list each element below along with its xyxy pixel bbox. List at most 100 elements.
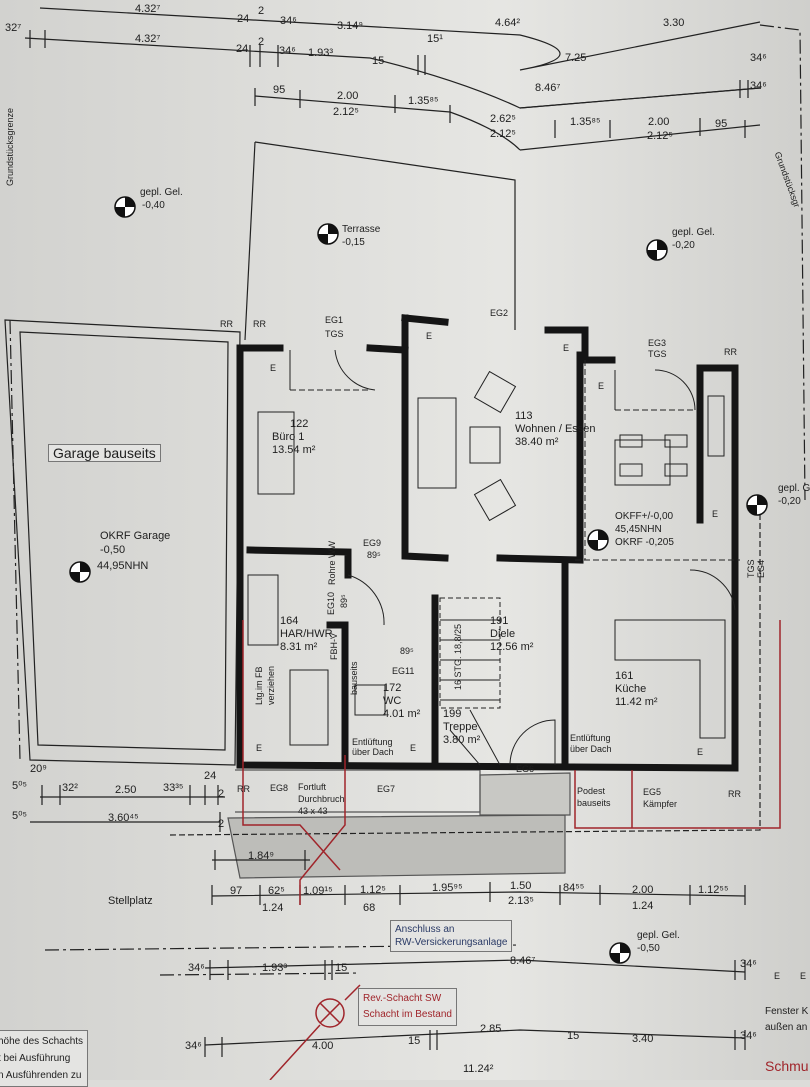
dim-label: 2.00 (632, 884, 654, 896)
room-wohnen: 113 Wohnen / Essen 38.40 m² (515, 410, 596, 449)
dim-label: 2.00 (648, 116, 670, 128)
dim-label: 15 (567, 1030, 580, 1042)
level-value: -0,20 (672, 240, 695, 251)
room-diele: 191 Diele 12.56 m² (490, 615, 533, 654)
dim-label: 2.12⁵ (333, 106, 359, 118)
level-label: gepl. Gel. (637, 930, 680, 941)
dim-label: 4.32⁷ (135, 3, 161, 15)
dim-label: 34⁶ (280, 15, 297, 27)
note-line: n Ausführenden zu (0, 1070, 82, 1081)
dim-label: 34⁶ (188, 962, 205, 974)
note-line: höhe des Schachts (0, 1036, 84, 1047)
note-line: t bei Ausführung (0, 1053, 71, 1064)
dim-label: 8.46⁷ (510, 955, 536, 967)
room-area: 8.31 m² (280, 641, 318, 653)
room-area: 3.80 m² (443, 734, 481, 746)
room-area: 11.42 m² (615, 696, 658, 708)
room-number: 172 (383, 682, 402, 694)
dim-label: 1.24 (262, 902, 284, 914)
dim-label: 34⁶ (750, 52, 767, 64)
room-name: WC (383, 695, 402, 707)
rainpipe-label: RR (724, 347, 737, 357)
electrical-marker: E (270, 363, 277, 373)
opening-label: EG9 (363, 538, 382, 548)
garage-title: Garage bauseits (48, 444, 161, 462)
electrical-marker: E (598, 381, 605, 391)
dim-label: 34⁶ (750, 80, 767, 92)
stairs-note: 16 STG. 18,8/25 (453, 623, 463, 690)
dim-label: 2 (258, 5, 265, 17)
dim-label: 2.50 (115, 784, 137, 796)
garage-nhn: 44,95NHN (97, 560, 149, 572)
level-value: -0,20 (778, 496, 801, 507)
dim-label: 20⁹ (30, 763, 47, 775)
dim-label: 15 (335, 962, 348, 974)
level-label: gepl. Gel. (672, 227, 715, 238)
room-number: 199 (443, 708, 462, 720)
opening-label: EG5 (643, 787, 662, 797)
ventilation-note: über Dach (352, 747, 394, 757)
level-value: -0,40 (142, 200, 165, 211)
dim-label: 4.32⁷ (135, 33, 161, 45)
dim-label: 15 (408, 1035, 421, 1047)
shaft-height-note: höhe des Schachts t bei Ausführung n Aus… (0, 1030, 89, 1087)
electrical-marker: E (426, 331, 433, 341)
dim-label: 1.93³ (308, 47, 334, 59)
rainpipe-label: RR (220, 319, 233, 329)
level-value: -0,15 (342, 237, 365, 248)
okff: OKFF+/-0,00 (615, 511, 674, 522)
room-number: 164 (280, 615, 299, 627)
electrical-marker: E (256, 743, 263, 753)
dim-label: 7.25 (565, 52, 587, 64)
dim-label: 1.24 (632, 900, 654, 912)
note-line: Fenster K (765, 1006, 809, 1017)
dim-label: 1.35⁸⁵ (408, 95, 439, 107)
level-label: gepl. Gel. (140, 187, 183, 198)
plot-boundary-label: Grundstücksgrenze (5, 107, 15, 186)
dim-label: 2.00 (337, 90, 359, 102)
dim-label: 1.50 (510, 880, 532, 892)
fbhv-note: FBH-V (329, 633, 339, 660)
ventilation-note: Entlüftung (352, 737, 393, 747)
dim-label: 1.12⁵⁵ (698, 884, 729, 896)
dim-label: 2.13⁵ (508, 895, 534, 907)
dim-label: 5⁰⁵ (12, 810, 28, 822)
level-label: Terrasse (342, 224, 381, 235)
dim-label: 2.12⁵ (490, 128, 516, 140)
okrf: OKRF -0,205 (615, 537, 674, 548)
dim-label: 84⁵⁵ (563, 882, 585, 894)
electrical-marker: E (697, 747, 704, 757)
dim-label: 3.40 (632, 1033, 654, 1045)
opening-type: TGS (648, 349, 667, 359)
room-number: 191 (490, 615, 509, 627)
room-area: 4.01 m² (383, 708, 421, 720)
room-hwr: 164 HAR/HWR 8.31 m² (280, 615, 333, 654)
room-area: 13.54 m² (272, 444, 316, 456)
dim-label: 34⁶ (740, 958, 757, 970)
dim-label: 2 (218, 818, 225, 830)
dim-label: 95 (273, 84, 286, 96)
dim-label: 24 (204, 770, 217, 782)
exhaust-note: Fortluft (298, 782, 327, 792)
dim-label: 33³⁵ (163, 782, 184, 794)
ventilation-note: über Dach (570, 744, 612, 754)
note-line: außen an (765, 1022, 808, 1033)
dim-label: 24 (237, 13, 250, 25)
dim-label: 3.60⁴⁵ (108, 812, 139, 824)
dim-label: 34⁶ (279, 45, 296, 57)
dim-label: 5⁰⁵ (12, 780, 28, 792)
opening-label: EG11 (392, 666, 415, 676)
dim-label: 34⁶ (185, 1040, 202, 1052)
dim-label: 2 (258, 36, 265, 48)
room-number: 122 (290, 418, 309, 430)
window-note: Fenster K außen an (765, 1004, 808, 1036)
dim-label: 95 (715, 118, 728, 130)
landing-note: Podest (577, 786, 606, 796)
dim-label: 1.12⁵ (360, 884, 386, 896)
electrical-marker: E (563, 343, 570, 353)
opening-type: TGS (746, 559, 756, 578)
pipes-note: Rohre WW (327, 540, 337, 585)
dim-label: 4.64² (495, 17, 521, 29)
opening-label: EG1 (325, 315, 344, 325)
dim-label: 32⁷ (5, 22, 22, 34)
